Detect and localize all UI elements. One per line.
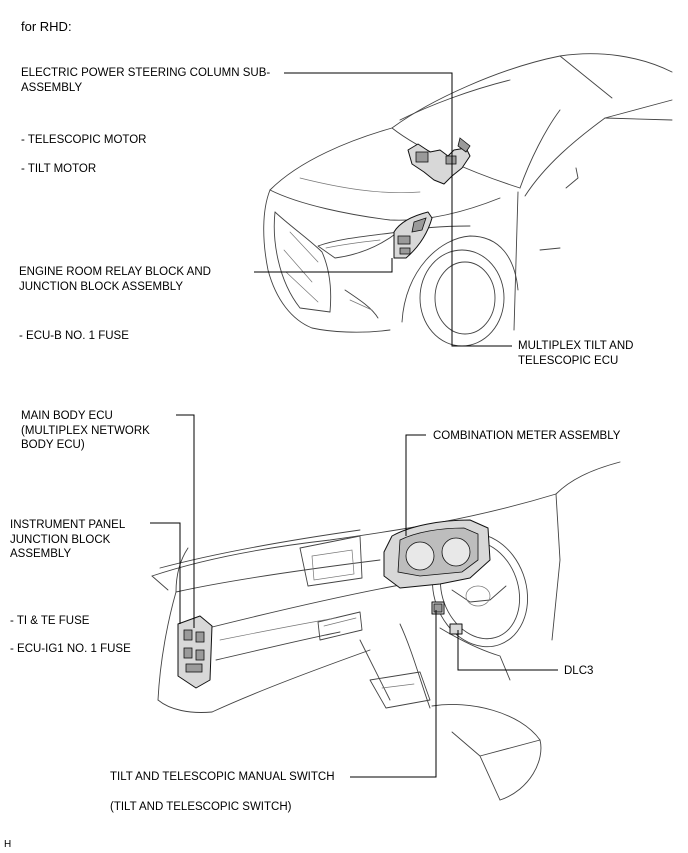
- label-ecu-b-fuse: - ECU-B NO. 1 FUSE: [19, 330, 129, 342]
- label-engine-relay-block: ENGINE ROOM RELAY BLOCK AND JUNCTION BLO…: [19, 266, 211, 293]
- label-ti-te-fuse: - TI & TE FUSE: [10, 615, 90, 627]
- label-ip-junction-block: INSTRUMENT PANEL JUNCTION BLOCK ASSEMBLY: [10, 519, 126, 560]
- combination-meter-part: [383, 519, 491, 589]
- eps-column-part: [407, 137, 471, 185]
- label-dlc3: DLC3: [564, 665, 594, 677]
- label-manual-switch: TILT AND TELESCOPIC MANUAL SWITCH: [110, 771, 335, 783]
- label-tilt-motor: - TILT MOTOR: [21, 163, 97, 175]
- engine-relay-block-part: [393, 211, 433, 259]
- manual-switch-part: [431, 601, 445, 615]
- ip-junction-block-part: [177, 615, 213, 689]
- leader-lines: [150, 72, 558, 778]
- label-ecu-ig1-fuse: - ECU-IG1 NO. 1 FUSE: [10, 643, 131, 655]
- header-text: for RHD:: [21, 19, 72, 34]
- label-main-body-ecu: MAIN BODY ECU (MULTIPLEX NETWORK BODY EC…: [21, 410, 150, 451]
- interior-drawing: [151, 461, 621, 801]
- label-switch-alias: (TILT AND TELESCOPIC SWITCH): [110, 801, 292, 813]
- figure-code: H: [4, 839, 12, 850]
- label-multiplex-ecu: MULTIPLEX TILT AND TELESCOPIC ECU: [518, 340, 634, 367]
- car-exterior-drawing: [263, 53, 673, 347]
- dlc3-part: [449, 623, 463, 635]
- label-telescopic-motor: - TELESCOPIC MOTOR: [21, 134, 147, 146]
- label-eps-column: ELECTRIC POWER STEERING COLUMN SUB- ASSE…: [21, 67, 271, 94]
- label-combination-meter: COMBINATION METER ASSEMBLY: [433, 430, 621, 442]
